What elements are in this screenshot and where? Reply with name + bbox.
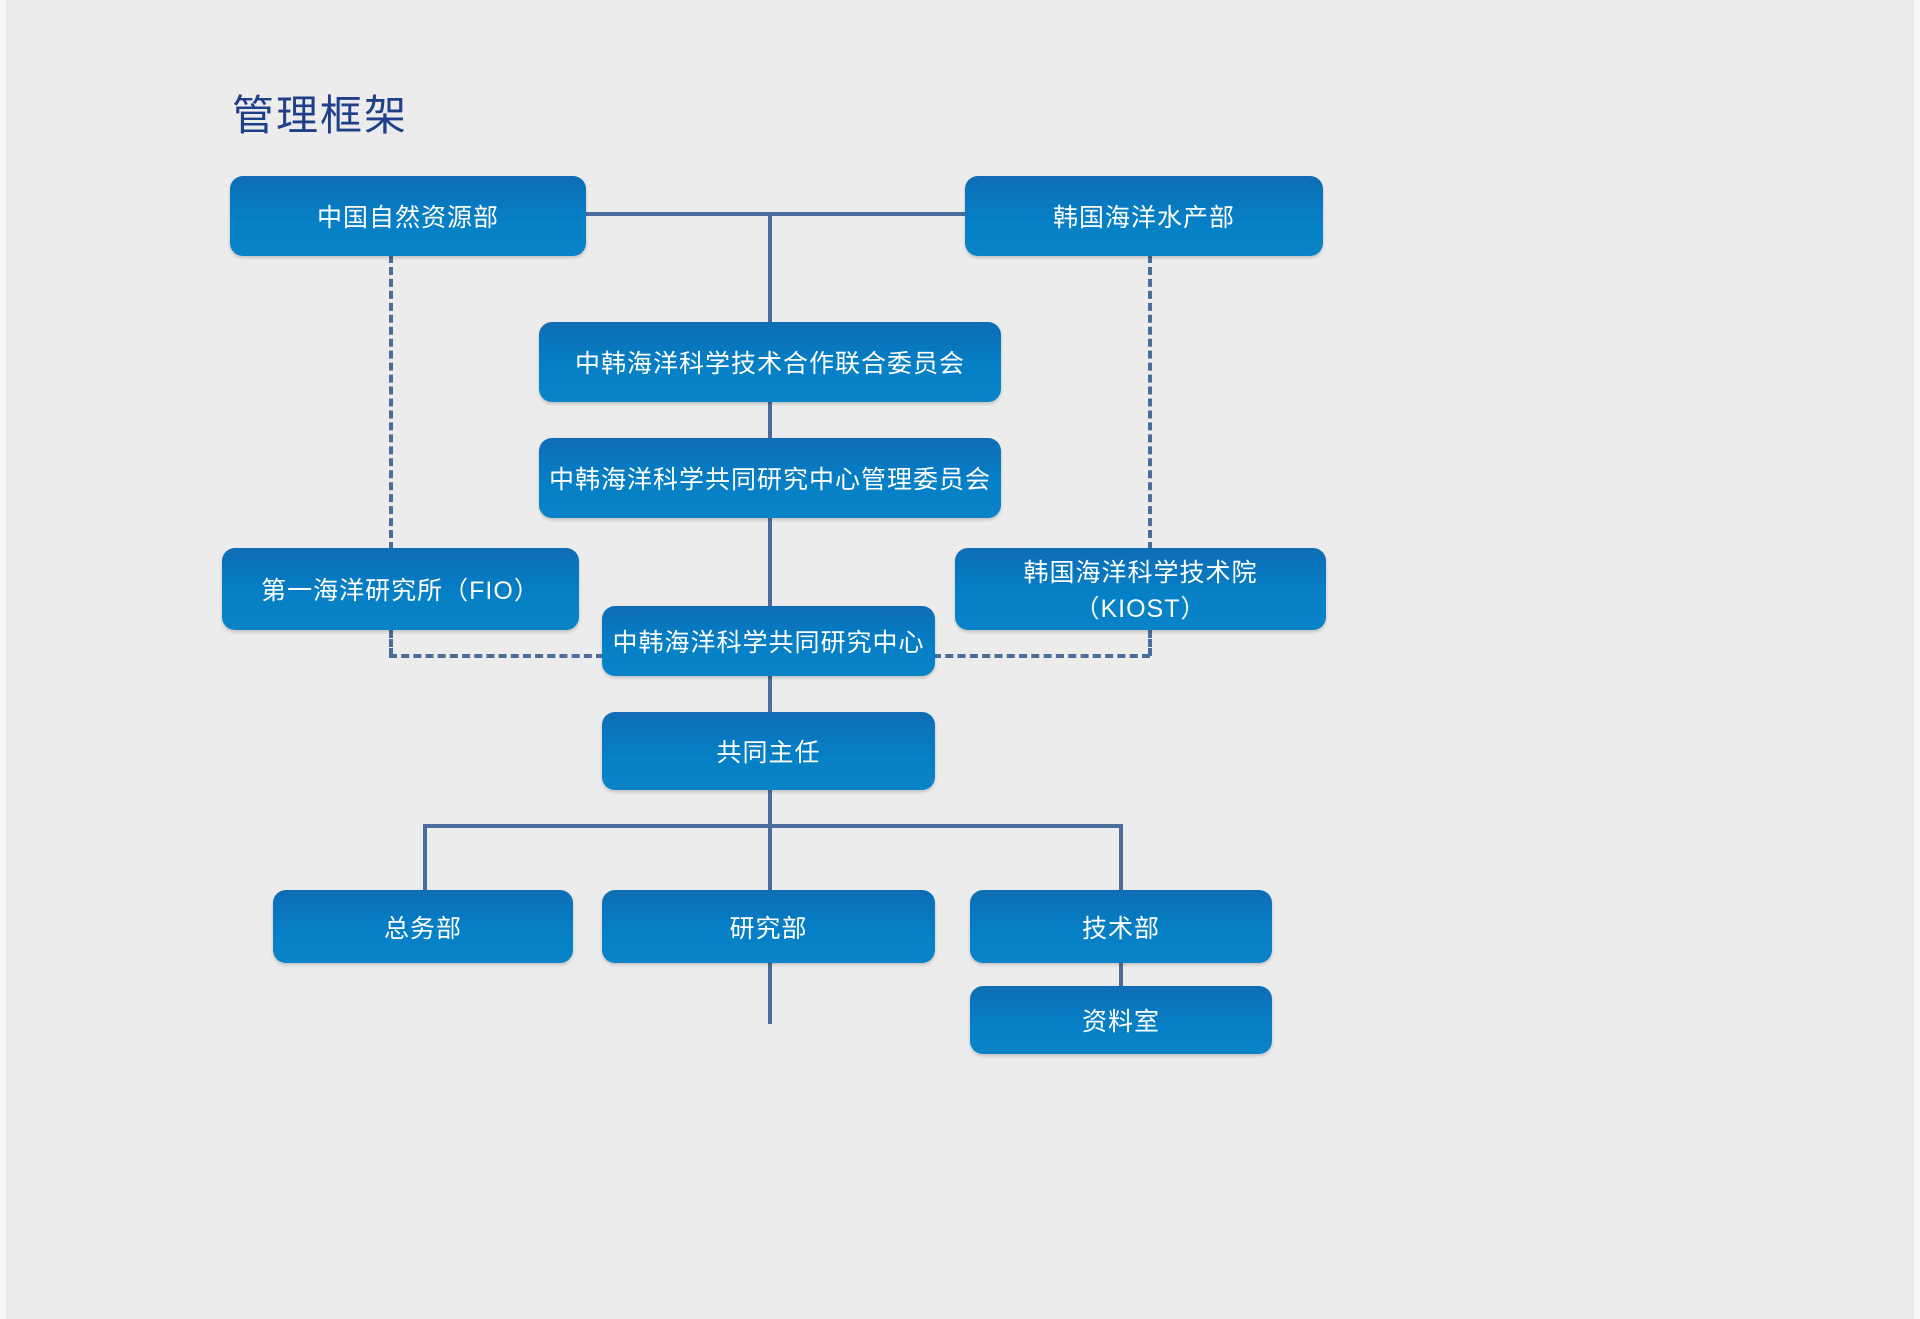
node-label: 研究部: [729, 914, 808, 943]
node-label: 韩国海洋科学技术院（KIOST）: [1023, 559, 1258, 623]
connector-dashed-china-ministry-to-fio: [389, 255, 393, 550]
node-label: 中国自然资源部: [316, 204, 499, 232]
connector-dashed-fio-to-center: [389, 654, 604, 658]
node-label: 中韩海洋科学共同研究中心: [612, 629, 925, 657]
page-edge-left: [0, 0, 6, 1319]
connector-drop-general-affairs: [423, 824, 427, 892]
connector-drop-technology: [1119, 824, 1123, 892]
node-research-department[interactable]: 研究部: [602, 890, 935, 963]
node-label: 中韩海洋科学技术合作联合委员会: [574, 350, 965, 378]
connector-ministries-horizontal: [585, 212, 967, 216]
node-label: 中韩海洋科学共同研究中心管理委员会: [549, 466, 992, 494]
page-edge-right: [1914, 0, 1920, 1319]
connector-department-branch-bar: [423, 824, 1123, 828]
connector-dashed-kiost-down: [1148, 630, 1152, 656]
node-label: 韩国海洋水产部: [1052, 204, 1235, 232]
node-technology-department[interactable]: 技术部: [970, 890, 1272, 963]
node-label: 资料室: [1081, 1008, 1160, 1036]
node-label: 第一海洋研究所（FIO）: [261, 577, 540, 605]
node-joint-committee-marine-science-tech-cooperation[interactable]: 中韩海洋科学技术合作联合委员会: [539, 322, 1001, 402]
page-title: 管理框架: [232, 92, 409, 139]
connector-dashed-korea-ministry-to-kiost: [1148, 255, 1152, 550]
node-korea-institute-of-ocean-science-technology-kiost[interactable]: 韩国海洋科学技术院（KIOST）: [955, 548, 1326, 630]
node-china-ministry-of-natural-resources[interactable]: 中国自然资源部: [230, 176, 586, 256]
node-label: 技术部: [1081, 914, 1160, 943]
node-korea-ministry-of-oceans-and-fisheries[interactable]: 韩国海洋水产部: [965, 176, 1323, 256]
connector-dashed-fio-down: [389, 630, 393, 656]
node-co-directors[interactable]: 共同主任: [602, 712, 935, 790]
node-label: 总务部: [383, 914, 462, 943]
node-joint-research-center-management-committee[interactable]: 中韩海洋科学共同研究中心管理委员会: [539, 438, 1001, 518]
connector-spine-to-departments: [768, 676, 772, 1024]
node-archive-room[interactable]: 资料室: [970, 986, 1272, 1054]
node-first-institute-of-oceanography-fio[interactable]: 第一海洋研究所（FIO）: [222, 548, 579, 630]
node-general-affairs-department[interactable]: 总务部: [273, 890, 573, 963]
connector-dashed-kiost-to-center: [933, 654, 1150, 658]
connector-technology-to-archive: [1119, 961, 1123, 986]
node-label: 共同主任: [716, 739, 821, 767]
node-china-korea-joint-ocean-research-center[interactable]: 中韩海洋科学共同研究中心: [602, 606, 935, 676]
